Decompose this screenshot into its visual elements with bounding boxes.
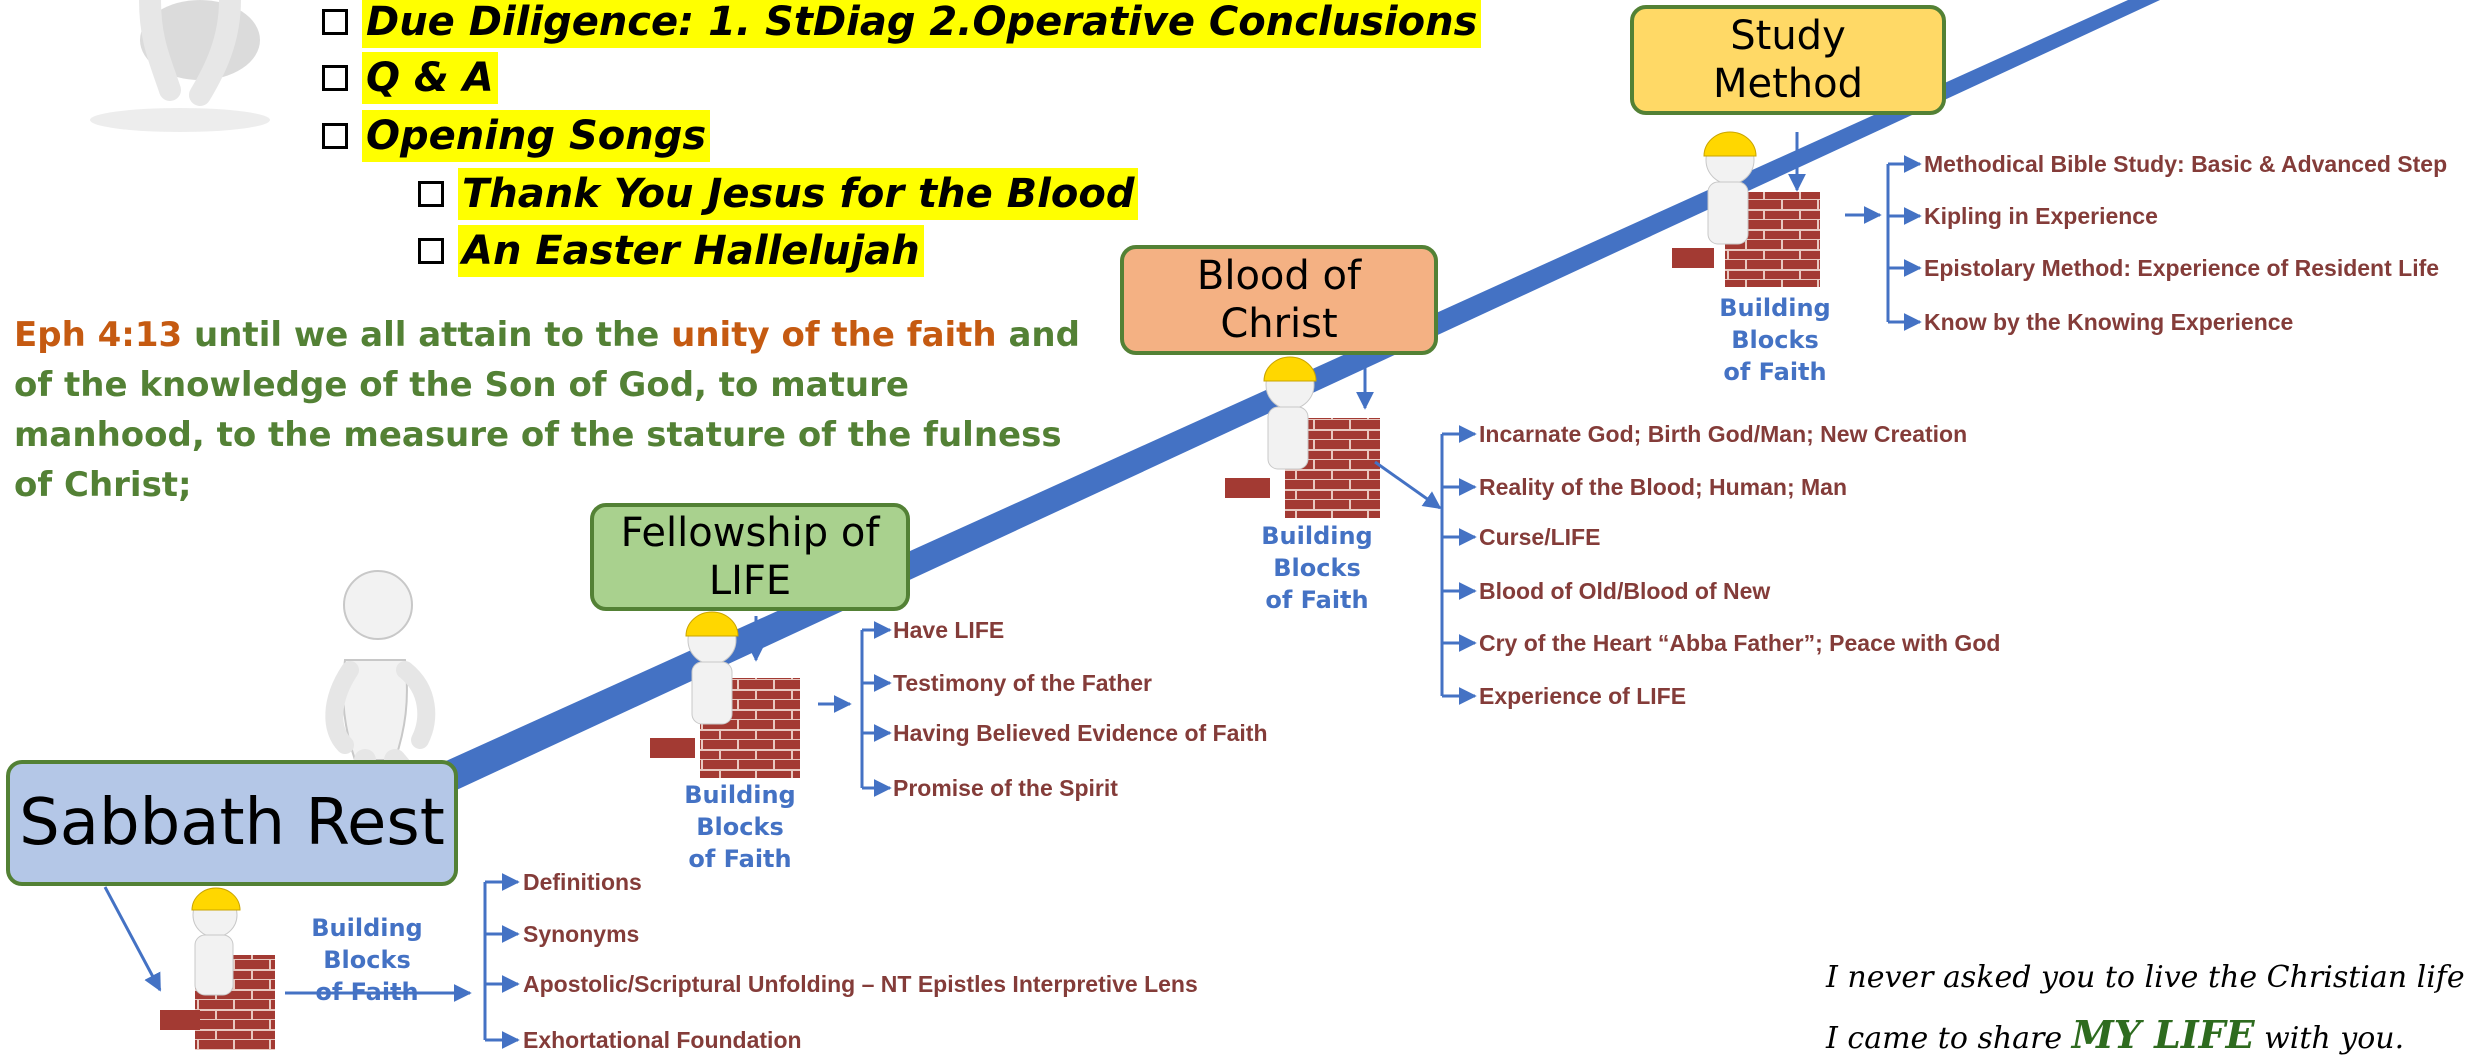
checkbox-icon — [322, 65, 348, 91]
list-item: Exhortational Foundation — [523, 1027, 802, 1053]
caption-line: Building Blocks — [684, 781, 796, 841]
caption-line: Building Blocks — [311, 914, 423, 974]
checkbox-icon — [418, 181, 444, 207]
caption-line: of Faith — [315, 978, 419, 1006]
agenda-item: Q & A — [322, 52, 498, 104]
agenda-label: An Easter Hallelujah — [458, 225, 924, 277]
quote-text: with you. — [2254, 1021, 2405, 1056]
checkbox-icon — [322, 9, 348, 35]
stage-title-line2: Christ — [1220, 301, 1338, 347]
agenda-label: Opening Songs — [362, 110, 711, 162]
stage-blood-of-christ: Blood of Christ — [1120, 245, 1438, 355]
stage-title-line1: Study — [1730, 13, 1846, 59]
agenda-label: Thank You Jesus for the Blood — [458, 168, 1139, 220]
agenda-item: Due Diligence: 1. StDiag 2.Operative Con… — [322, 0, 1482, 48]
worker-blood — [1225, 356, 1380, 518]
caption-line: Building Blocks — [1719, 294, 1831, 354]
caption-line: of Faith — [1265, 586, 1369, 614]
list-item: Testimony of the Father — [893, 670, 1152, 696]
list-item: Definitions — [523, 869, 642, 895]
list-item: Incarnate God; Birth God/Man; New Creati… — [1479, 421, 1968, 447]
list-item: Experience of LIFE — [1479, 683, 1687, 709]
quote-line-2: I came to share MY LIFE with you. — [1826, 1012, 2404, 1057]
building-blocks-caption: Building Blocks of Faith — [1675, 292, 1875, 388]
scripture-verse: Eph 4:13 until we all attain to the unit… — [14, 310, 1094, 510]
building-blocks-caption: Building Blocks of Faith — [1217, 520, 1417, 616]
list-item: Know by the Knowing Experience — [1924, 309, 2294, 335]
stage-title-line1: Blood of — [1196, 253, 1362, 299]
stage-fellowship-of-life: Fellowship of LIFE — [590, 503, 910, 611]
checkbox-icon — [322, 123, 348, 149]
agenda-label: Due Diligence: 1. StDiag 2.Operative Con… — [362, 0, 1482, 48]
list-item: Epistolary Method: Experience of Residen… — [1924, 255, 2440, 281]
agenda-subitem: An Easter Hallelujah — [418, 225, 924, 277]
list-item: Synonyms — [523, 921, 640, 947]
stage-title-line2: LIFE — [708, 558, 792, 604]
verse-highlight: unity of the faith — [671, 315, 997, 355]
list-item: Have LIFE — [893, 617, 1005, 643]
worker-sabbath — [160, 887, 275, 1050]
stage-study-method: Study Method — [1630, 5, 1946, 115]
caption-line: of Faith — [688, 845, 792, 873]
caption-line: Building Blocks — [1261, 522, 1373, 582]
agenda-label: Q & A — [362, 52, 498, 104]
verse-text-1: until we all attain to the — [182, 315, 672, 355]
checkbox-icon — [418, 238, 444, 264]
faded-figure-icon — [90, 0, 270, 132]
agenda-subitem: Thank You Jesus for the Blood — [418, 168, 1139, 220]
quote-text: I came to share — [1826, 1021, 2072, 1056]
stage-title-line1: Fellowship of — [620, 510, 880, 556]
agenda-item: Opening Songs — [322, 110, 711, 162]
list-item: Reality of the Blood; Human; Man — [1479, 474, 1847, 500]
caption-line: of Faith — [1723, 358, 1827, 386]
stage-title-line2: Method — [1712, 61, 1864, 107]
list-item: Apostolic/Scriptural Unfolding – NT Epis… — [523, 971, 1198, 997]
verse-reference: Eph 4:13 — [14, 315, 183, 355]
worker-fellowship — [650, 611, 800, 778]
list-item: Kipling in Experience — [1924, 203, 2158, 229]
stage-title: Sabbath Rest — [19, 785, 445, 860]
list-item: Blood of Old/Blood of New — [1479, 578, 1771, 604]
worker-study — [1672, 131, 1820, 287]
list-item: Cry of the Heart “Abba Father”; Peace wi… — [1479, 630, 2001, 656]
verse-text-2: and of the knowledge of the Son of God, … — [14, 315, 1080, 505]
list-item: Methodical Bible Study: Basic & Advanced… — [1924, 151, 2448, 177]
building-blocks-caption: Building Blocks of Faith — [640, 779, 840, 875]
quote-emphasis: MY LIFE — [2071, 1012, 2255, 1057]
building-blocks-caption: Building Blocks of Faith — [267, 912, 467, 1008]
quote-line-1: I never asked you to live the Christian … — [1826, 960, 2465, 995]
list-item: Curse/LIFE — [1479, 524, 1601, 550]
list-item: Promise of the Spirit — [893, 775, 1118, 801]
stage-sabbath-rest: Sabbath Rest — [6, 760, 458, 886]
list-item: Having Believed Evidence of Faith — [893, 720, 1268, 746]
